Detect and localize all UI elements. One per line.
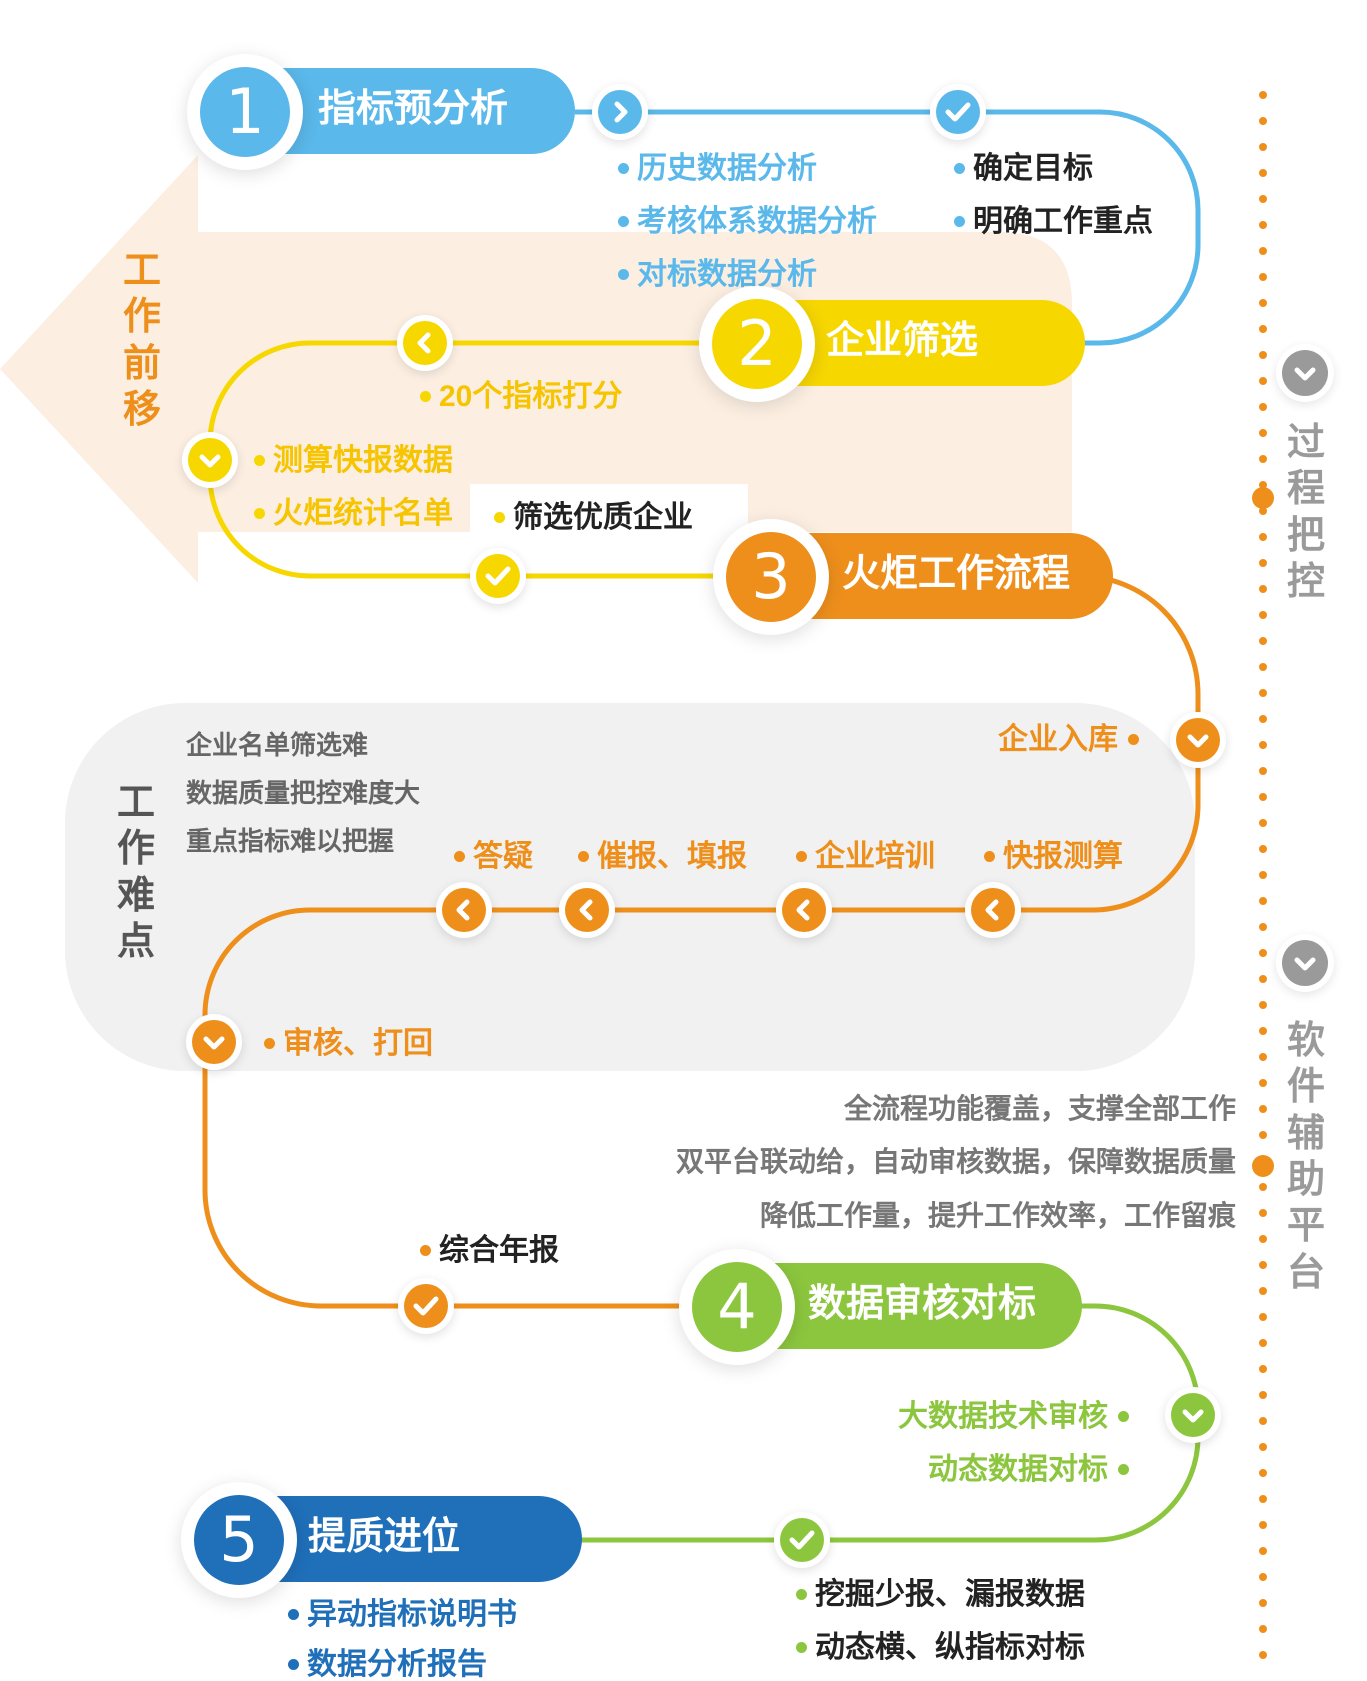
stage2-item-1: 20个指标打分	[420, 382, 622, 412]
stage1-white-area	[198, 150, 1018, 232]
stage3-title: 火炬工作流程	[842, 553, 1071, 595]
forward-arrow-shape	[0, 155, 1072, 583]
stage4-check-icon	[780, 1518, 824, 1562]
stage1-item-3: 对标数据分析	[618, 260, 817, 290]
stage2-result-box	[470, 484, 748, 544]
stage1-banner: 指标预分析	[230, 68, 575, 154]
stage1-arrow-right-icon	[598, 90, 642, 134]
stage1-check-icon	[936, 90, 980, 134]
stage5-title: 提质进位	[308, 1516, 461, 1558]
stage3-arrow-left-icon-4	[971, 888, 1015, 932]
stage2-item-2: 测算快报数据	[254, 446, 453, 476]
stage3-review-chevron-icon	[192, 1020, 236, 1064]
stage3-banner: 火炬工作流程	[758, 533, 1113, 619]
stage5-item-1: 异动指标说明书	[288, 1600, 517, 1630]
orange-connector	[202, 573, 1201, 1309]
difficulty-1: 企业名单筛选难	[186, 730, 369, 760]
stage3-number: 3	[726, 532, 816, 622]
software-platform-label: 软件辅助平台	[1286, 1020, 1325, 1294]
stage2-check-icon	[476, 554, 520, 598]
stage1-number: 1	[200, 67, 290, 157]
difficulty-panel	[65, 703, 1195, 1071]
software-note-2: 双平台联动给，自动审核数据，保障数据质量	[675, 1146, 1236, 1177]
stage4-banner: 数据审核对标	[722, 1263, 1082, 1349]
stage1-item-1: 历史数据分析	[618, 154, 817, 184]
software-note-3: 降低工作量，提升工作效率，工作留痕	[759, 1200, 1236, 1231]
blue-connector	[575, 109, 1201, 346]
stage3-entry: 企业入库	[998, 725, 1139, 755]
stage3-annual: 综合年报	[420, 1236, 559, 1266]
software-platform-chevron-icon	[1282, 940, 1328, 986]
stage3-review: 审核、打回	[264, 1029, 433, 1059]
stage1-result-1: 确定目标	[954, 154, 1093, 184]
stage5-number: 5	[194, 1495, 284, 1585]
stage2-title: 企业筛选	[826, 320, 979, 362]
stage1-title: 指标预分析	[318, 88, 509, 130]
difficulty-2: 数据质量把控难度大	[186, 778, 421, 808]
software-note-1: 全流程功能覆盖，支撑全部工作	[843, 1093, 1236, 1124]
stage2-result: 筛选优质企业	[494, 503, 693, 533]
stage3-check-icon	[404, 1284, 448, 1328]
stage3-step-training: 企业培训	[796, 842, 935, 872]
difficulty-3: 重点指标难以把握	[186, 826, 395, 856]
stage4-title: 数据审核对标	[808, 1283, 1037, 1325]
stage3-arrow-left-icon-1	[442, 888, 486, 932]
stage1-item-2: 考核体系数据分析	[618, 207, 877, 237]
stage4-result-1: 挖掘少报、漏报数据	[796, 1580, 1085, 1610]
stage3-entry-chevron-icon	[1176, 718, 1220, 762]
stage3-arrow-left-icon-3	[782, 888, 826, 932]
stage3-arrow-left-icon-2	[565, 888, 609, 932]
stage2-arrow-left-icon	[403, 321, 447, 365]
timeline-marker-2	[1252, 1155, 1274, 1177]
stage4-result-2: 动态横、纵指标对标	[796, 1633, 1085, 1663]
stage4-chevron-down-icon	[1171, 1393, 1215, 1437]
process-control-chevron-icon	[1282, 350, 1328, 396]
stage2-number: 2	[712, 299, 802, 389]
stage4-item-2: 动态数据对标	[928, 1455, 1129, 1485]
timeline-marker-1	[1252, 487, 1274, 509]
forward-move-label: 工作前移	[122, 250, 161, 432]
stage3-step-report: 催报、填报	[578, 842, 747, 872]
difficulty-label: 工作难点	[116, 782, 155, 964]
process-control-label: 过程把控	[1286, 422, 1325, 604]
stage3-step-estimate: 快报测算	[984, 842, 1123, 872]
stage5-item-2: 数据分析报告	[288, 1650, 487, 1680]
stage1-result-2: 明确工作重点	[954, 207, 1153, 237]
stage4-number: 4	[692, 1262, 782, 1352]
stage2-item-3: 火炬统计名单	[254, 499, 453, 529]
stage3-step-answer: 答疑	[454, 842, 533, 872]
stage4-item-1: 大数据技术审核	[898, 1402, 1129, 1432]
stage2-chevron-down-icon	[188, 438, 232, 482]
